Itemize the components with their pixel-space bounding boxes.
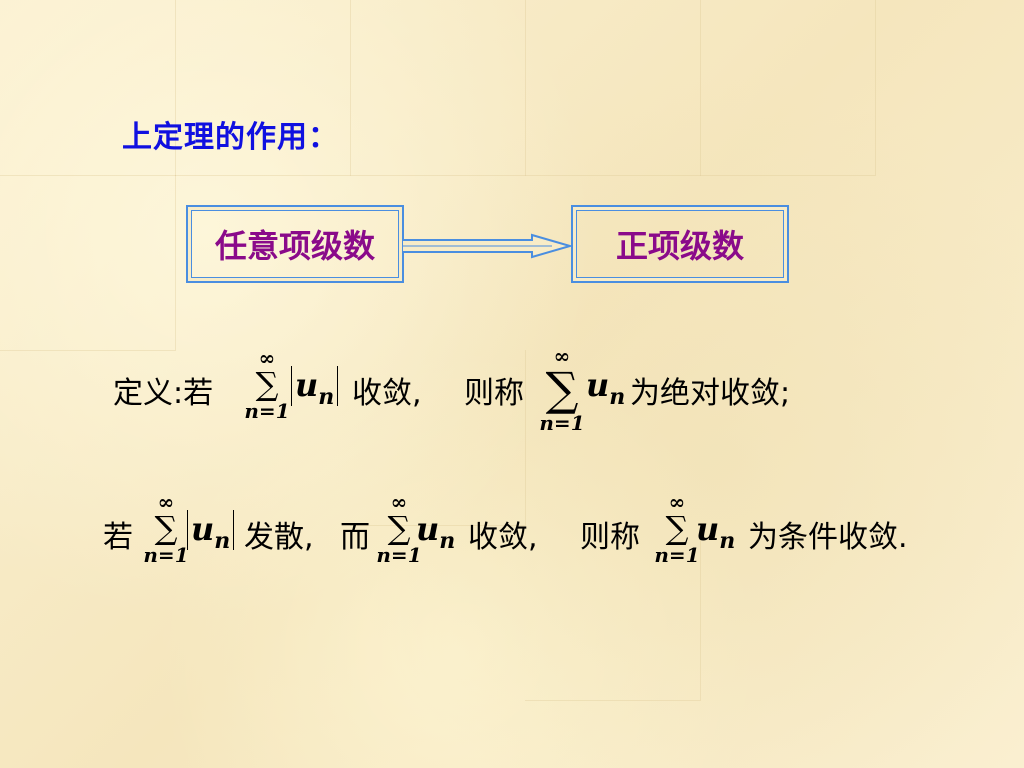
implication-arrow-icon [402, 233, 574, 259]
page-title: 上定理的作用： [122, 120, 339, 155]
line2-text5-label: 为条件收敛. [748, 520, 908, 555]
abs-bar-icon [337, 366, 339, 406]
texture-tile [525, 525, 701, 701]
sigma-icon: ∑ [545, 362, 579, 416]
sum-upper-limit: ∞ [157, 490, 175, 514]
series-sum-4: ∞ ∑ n=1 [376, 492, 422, 566]
texture-tile [700, 0, 876, 176]
sum-upper-limit: ∞ [668, 490, 686, 514]
series-sum-3: ∞ ∑ n=1 [143, 492, 189, 566]
sigma-icon: ∑ [387, 509, 411, 547]
term-index: n [214, 528, 231, 554]
term-u: u [696, 510, 720, 548]
abs-bar-icon [291, 366, 292, 406]
line1-text1: 收敛, [352, 368, 422, 412]
series-sum-2: ∞ ∑ n=1 [536, 346, 588, 434]
term-u: u [295, 366, 319, 404]
texture-tile [350, 350, 526, 526]
line2-text2-label: 而 [340, 520, 370, 555]
abs-bar-icon [187, 510, 188, 550]
definition-line-absolute: 定义:若 [113, 368, 213, 412]
sum-lower-limit: n=1 [654, 543, 700, 567]
line2-text3-label: 收敛, [468, 520, 538, 555]
abs-term-1: un [288, 366, 341, 410]
line2-text5: 为条件收敛. [748, 512, 908, 556]
line1-text2: 则称 [464, 368, 524, 412]
abs-term-2: un [184, 510, 237, 554]
term-index: n [318, 384, 335, 410]
term-5: un [696, 510, 735, 554]
line1-prefix: 定义:若 [113, 376, 214, 411]
line1-text2-label: 则称 [464, 376, 524, 411]
term-u: u [586, 366, 610, 404]
term-4: un [416, 510, 455, 554]
box-right-label: 正项级数 [615, 227, 744, 265]
term-u: u [416, 510, 440, 548]
positive-term-series-box: 正项级数 [571, 205, 789, 283]
line2-text1-label: 发散, [244, 520, 314, 555]
line2-prefix: 若 [103, 520, 133, 555]
sum-upper-limit: ∞ [553, 344, 571, 368]
texture-tile [0, 0, 176, 176]
series-sum-5: ∞ ∑ n=1 [654, 492, 700, 566]
box-left-label: 任意项级数 [214, 227, 375, 265]
line1-text1-label: 收敛, [352, 376, 422, 411]
term-index: n [719, 528, 736, 554]
sigma-icon: ∑ [255, 365, 279, 403]
line2-text4-label: 则称 [580, 520, 640, 555]
term-index: n [439, 528, 456, 554]
line2-text1: 发散, [244, 512, 314, 556]
abs-bar-icon [233, 510, 235, 550]
any-term-series-box: 任意项级数 [186, 205, 404, 283]
texture-tile [350, 0, 526, 176]
sigma-icon: ∑ [665, 509, 689, 547]
term-u: u [191, 510, 215, 548]
sum-lower-limit: n=1 [143, 543, 189, 567]
line2-text4: 则称 [580, 512, 640, 556]
sum-upper-limit: ∞ [258, 346, 276, 370]
series-sum-1: ∞ ∑ n=1 [244, 348, 290, 422]
line2-text3: 收敛, [468, 512, 538, 556]
texture-tile [0, 175, 176, 351]
line2-text2: 而 [340, 512, 370, 556]
definition-line-conditional: 若 [103, 512, 133, 556]
sigma-icon: ∑ [154, 509, 178, 547]
texture-tile [175, 0, 351, 176]
texture-tile [525, 0, 701, 176]
term-2: un [586, 366, 625, 410]
sum-lower-limit: n=1 [244, 399, 290, 423]
sum-lower-limit: n=1 [376, 543, 422, 567]
sum-lower-limit: n=1 [539, 411, 585, 435]
line1-text3-label: 为绝对收敛; [630, 376, 791, 411]
term-index: n [609, 384, 626, 410]
line1-text3: 为绝对收敛; [630, 368, 790, 412]
sum-upper-limit: ∞ [390, 490, 408, 514]
